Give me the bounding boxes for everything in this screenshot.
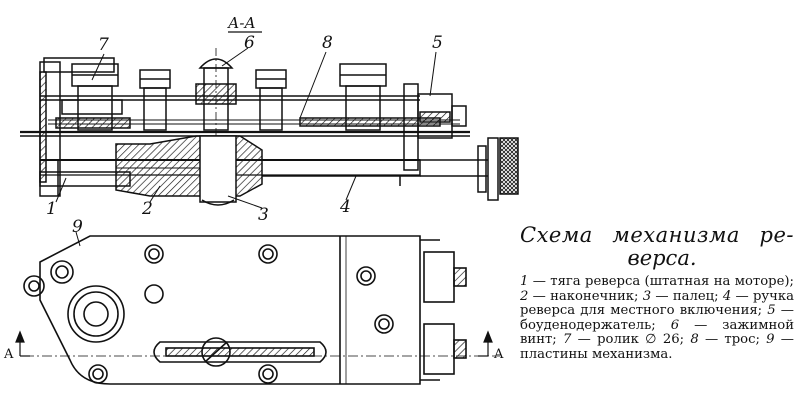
section-label: А-А bbox=[227, 14, 256, 32]
legend-text-8: — трос; bbox=[698, 332, 767, 348]
legend-num-4: 4 bbox=[722, 288, 732, 304]
legend-text-3: — палец; bbox=[651, 288, 723, 304]
section-mark-right: A bbox=[493, 347, 504, 362]
part-number-6: 6 bbox=[244, 33, 255, 53]
plan-view bbox=[23, 235, 500, 385]
caption-legend: 1 — тяга реверса (штатная на моторе); 2 … bbox=[520, 274, 795, 363]
legend-num-3: 3 bbox=[642, 288, 652, 304]
bolt-holes bbox=[50, 244, 394, 384]
legend-text-1: — тяга реверса (штатная на моторе); bbox=[528, 274, 794, 289]
legend-num-5: 5 bbox=[767, 303, 776, 319]
legend-text-7: — ролик ∅ 26; bbox=[571, 332, 691, 348]
legend-num-8: 8 bbox=[690, 332, 699, 348]
part-number-8: 8 bbox=[322, 33, 333, 53]
part-number-3: 3 bbox=[258, 205, 269, 225]
part-number-1: 1 bbox=[46, 199, 57, 219]
clamp-screw bbox=[195, 48, 237, 200]
section-arrows bbox=[15, 330, 493, 357]
part-number-2: 2 bbox=[141, 199, 153, 219]
legend-text-2: — наконечник; bbox=[528, 288, 643, 304]
legend-text-4: — ручка реверса для местного включения; bbox=[520, 288, 794, 319]
roller-boss bbox=[67, 285, 125, 343]
leader-lines bbox=[55, 47, 437, 247]
slot-with-screw bbox=[153, 337, 327, 367]
legend-text-5: — боуденодержатель; bbox=[520, 303, 794, 333]
reverse-handle-knob bbox=[420, 137, 519, 201]
legend-num-2: 2 bbox=[520, 288, 529, 304]
part-number-9: 9 bbox=[72, 217, 83, 237]
legend-text-6: — зажимной винт; bbox=[520, 317, 795, 348]
section-view bbox=[20, 48, 519, 206]
legend-num-7: 7 bbox=[563, 332, 572, 348]
bowden-holder bbox=[403, 83, 467, 171]
section-mark-left: A bbox=[3, 347, 14, 362]
part-number-7: 7 bbox=[98, 35, 109, 55]
part-number-4: 4 bbox=[339, 197, 351, 217]
figure-caption: Схема механизма ре- верса. 1 — тяга реве… bbox=[520, 224, 794, 363]
legend-num-1: 1 bbox=[520, 274, 529, 289]
caption-title-line2: верса. bbox=[627, 246, 697, 270]
part-number-5: 5 bbox=[432, 33, 443, 53]
tip-and-pin bbox=[115, 135, 263, 206]
legend-num-9: 9 bbox=[766, 332, 775, 348]
caption-title-line1: Схема механизма ре- bbox=[520, 223, 794, 247]
legend-num-6: 6 bbox=[670, 317, 680, 333]
legend-text-9: — пластины механизма. bbox=[520, 332, 794, 362]
roller-stack bbox=[55, 63, 131, 131]
